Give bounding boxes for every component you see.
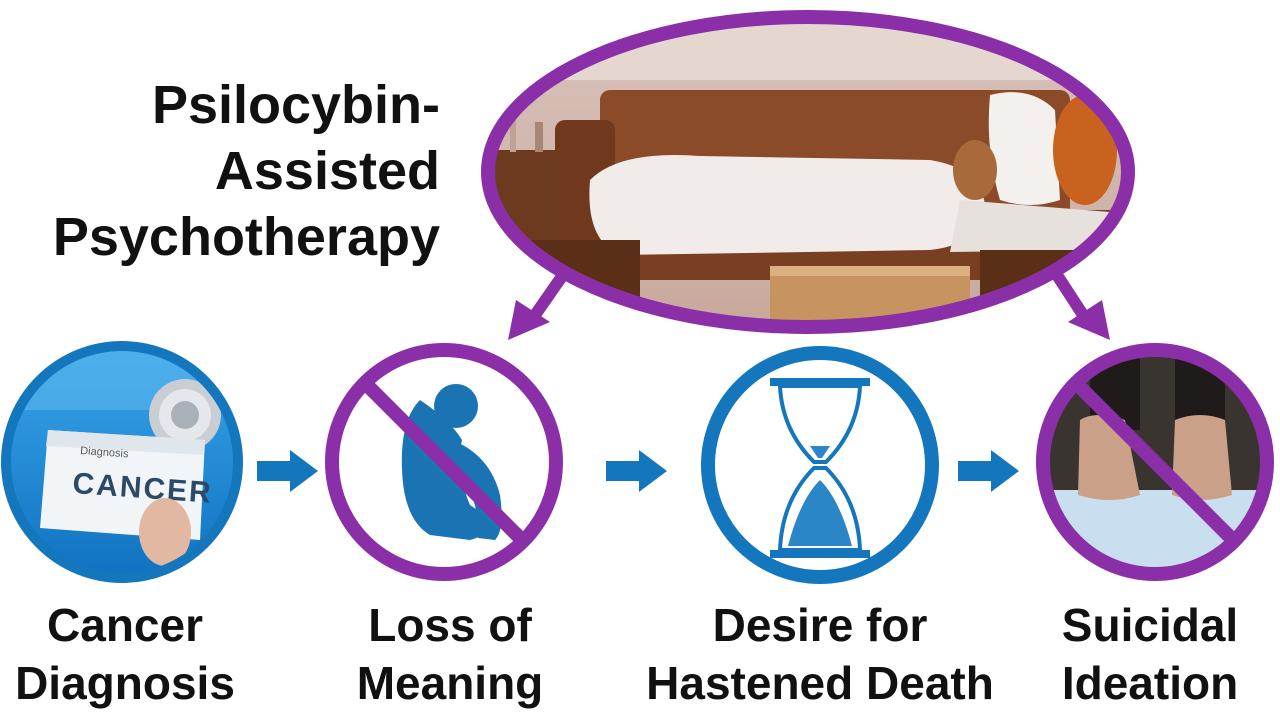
stage-label-line-2: Hastened Death bbox=[646, 657, 994, 709]
hourglass-icon bbox=[770, 378, 870, 558]
prohibition-icon bbox=[325, 343, 563, 581]
diagram-title: Psilocybin- Assisted Psychotherapy bbox=[0, 72, 440, 270]
stage-label-line-1: Cancer bbox=[47, 599, 203, 651]
suicidal-ideation-image bbox=[1036, 343, 1274, 581]
arrow-cancer-to-loss bbox=[257, 450, 318, 492]
stage-label-suicidal-ideation: Suicidal Ideation bbox=[1020, 596, 1280, 712]
arrow-to-loss-of-meaning bbox=[508, 266, 571, 340]
title-line-3: Psychotherapy bbox=[52, 207, 440, 267]
stage-label-line-2: Ideation bbox=[1061, 657, 1239, 709]
desire-for-hastened-death-image bbox=[701, 346, 939, 584]
stage-label-line-2: Meaning bbox=[356, 657, 544, 709]
arrow-to-suicidal-ideation bbox=[1049, 266, 1110, 340]
arrow-loss-to-desire bbox=[606, 450, 667, 492]
stage-label-line-1: Suicidal bbox=[1061, 599, 1239, 651]
stage-label-desire-for-hastened-death: Desire for Hastened Death bbox=[620, 596, 1020, 712]
loss-of-meaning-image bbox=[325, 343, 563, 581]
stage-label-loss-of-meaning: Loss of Meaning bbox=[320, 596, 580, 712]
stethoscope-icon bbox=[149, 379, 221, 451]
stage-label-line-1: Desire for bbox=[712, 599, 928, 651]
arrow-desire-to-suicidal bbox=[958, 450, 1019, 492]
title-line-2: Assisted bbox=[214, 141, 440, 201]
cancer-diagnosis-image: Diagnosis CANCER bbox=[1, 341, 243, 583]
stage-label-line-1: Loss of bbox=[368, 599, 532, 651]
stage-label-cancer-diagnosis: Cancer Diagnosis bbox=[0, 596, 250, 712]
title-line-1: Psilocybin- bbox=[151, 75, 440, 135]
cancer-card-small-text: Diagnosis bbox=[80, 445, 130, 460]
prohibition-icon bbox=[1036, 343, 1274, 581]
stage-label-line-2: Diagnosis bbox=[15, 657, 235, 709]
therapy-room-photo bbox=[481, 10, 1135, 334]
